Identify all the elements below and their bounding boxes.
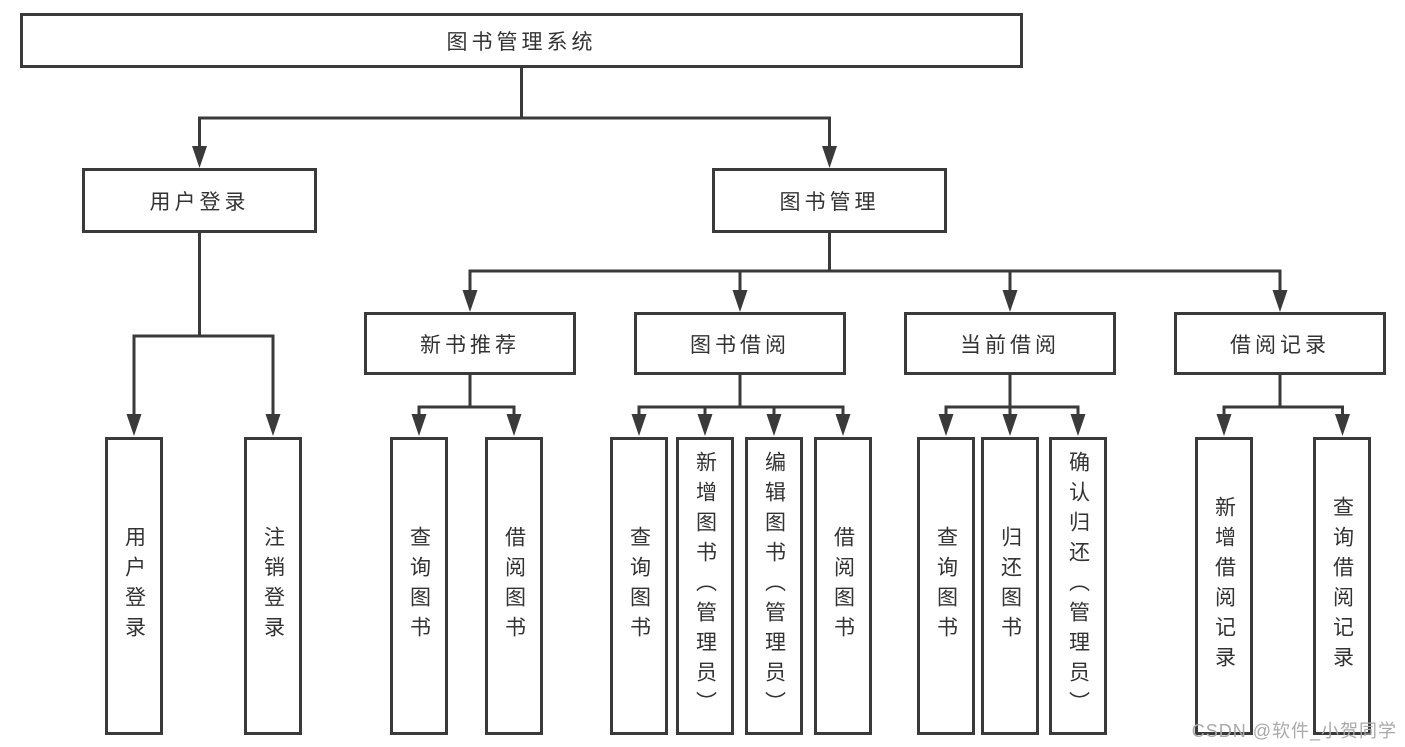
- node-new-books-label: 新书推荐: [420, 333, 520, 357]
- leaf-bookborrow-borrow-books: 借阅图书: [814, 437, 872, 735]
- arrow-to-leaf-bb-borrow: [835, 414, 851, 436]
- leaf-current-return-books-label: 归还图书: [998, 526, 1022, 646]
- node-user-login-label: 用户登录: [149, 190, 250, 214]
- leaf-current-confirm-return-admin: 确认归还（管理员）: [1049, 437, 1107, 735]
- leaf-current-confirm-return-admin-label: 确认归还（管理员）: [1066, 451, 1090, 721]
- node-current-borrow: 当前借阅: [904, 312, 1116, 375]
- leaf-newbooks-query-books: 查询图书: [390, 437, 448, 735]
- leaf-bookborrow-edit-books-admin: 编辑图书（管理员）: [745, 437, 803, 735]
- arrow-to-leaf-br-add: [1216, 414, 1232, 436]
- arrow-to-book-borrow: [732, 290, 748, 312]
- leaf-bookborrow-add-books-admin-label: 新增图书（管理员）: [693, 451, 717, 721]
- node-new-books: 新书推荐: [364, 312, 576, 375]
- node-current-borrow-label: 当前借阅: [960, 333, 1060, 357]
- node-borrow-records-label: 借阅记录: [1230, 333, 1330, 357]
- arrow-to-book-management: [822, 146, 837, 168]
- connector-current-borrow-to-leaves: [938, 374, 1086, 436]
- leaf-user-login: 用户登录: [105, 437, 163, 735]
- leaf-user-login-label: 用户登录: [122, 526, 146, 646]
- leaf-current-return-books: 归还图书: [981, 437, 1039, 735]
- leaf-current-query-books-label: 查询图书: [934, 526, 958, 646]
- leaf-logout-label: 注销登录: [261, 526, 285, 646]
- node-root-label: 图书管理系统: [446, 30, 597, 54]
- node-borrow-records: 借阅记录: [1174, 312, 1386, 375]
- connector-user-login-to-leaves: [126, 232, 281, 436]
- connector-book-borrow-to-leaves: [631, 374, 851, 436]
- arrow-to-borrow-records: [1272, 290, 1288, 312]
- leaf-current-query-books: 查询图书: [917, 437, 975, 735]
- arrow-to-leaf-user-login: [126, 414, 142, 436]
- leaf-newbooks-borrow-books: 借阅图书: [485, 437, 543, 735]
- arrow-to-leaf-nb-query: [411, 414, 427, 436]
- arrow-to-leaf-cb-return: [1002, 414, 1018, 436]
- arrow-to-leaf-bb-edit: [766, 414, 782, 436]
- connector-root-to-level2: [192, 68, 837, 168]
- arrow-to-new-books: [462, 290, 478, 312]
- leaf-newbooks-borrow-books-label: 借阅图书: [502, 526, 526, 646]
- node-user-login: 用户登录: [82, 168, 317, 233]
- arrow-to-leaf-bb-query: [631, 414, 647, 436]
- arrow-to-leaf-bb-add: [697, 414, 713, 436]
- arrow-to-current-borrow: [1002, 290, 1018, 312]
- node-book-borrow: 图书借阅: [634, 312, 846, 375]
- arrow-to-leaf-cb-query: [938, 414, 954, 436]
- leaf-records-query-record: 查询借阅记录: [1313, 437, 1371, 735]
- leaf-bookborrow-query-books: 查询图书: [610, 437, 668, 735]
- arrow-to-user-login: [192, 146, 207, 168]
- connector-book-management-to-level3: [462, 232, 1288, 312]
- arrow-to-leaf-br-query: [1335, 414, 1350, 436]
- csdn-watermark: CSDN @软件_小贺同学: [1191, 721, 1397, 741]
- leaf-bookborrow-edit-books-admin-label: 编辑图书（管理员）: [762, 451, 786, 721]
- leaf-bookborrow-borrow-books-label: 借阅图书: [831, 526, 855, 646]
- leaf-bookborrow-query-books-label: 查询图书: [627, 526, 651, 646]
- leaf-records-add-record: 新增借阅记录: [1195, 437, 1253, 735]
- leaf-records-add-record-label: 新增借阅记录: [1212, 496, 1236, 676]
- node-book-management: 图书管理: [712, 168, 947, 233]
- node-book-borrow-label: 图书借阅: [690, 333, 790, 357]
- arrow-to-leaf-cb-confirm: [1070, 414, 1086, 436]
- node-book-management-label: 图书管理: [779, 190, 880, 214]
- leaf-newbooks-query-books-label: 查询图书: [407, 526, 431, 646]
- arrow-to-leaf-logout: [265, 414, 281, 436]
- leaf-records-query-record-label: 查询借阅记录: [1330, 496, 1354, 676]
- arrow-to-leaf-nb-borrow: [506, 414, 522, 436]
- leaf-logout: 注销登录: [244, 437, 302, 735]
- connector-new-books-to-leaves: [411, 374, 522, 436]
- leaf-bookborrow-add-books-admin: 新增图书（管理员）: [676, 437, 734, 735]
- node-root-system: 图书管理系统: [20, 13, 1023, 68]
- connector-borrow-records-to-leaves: [1216, 374, 1350, 436]
